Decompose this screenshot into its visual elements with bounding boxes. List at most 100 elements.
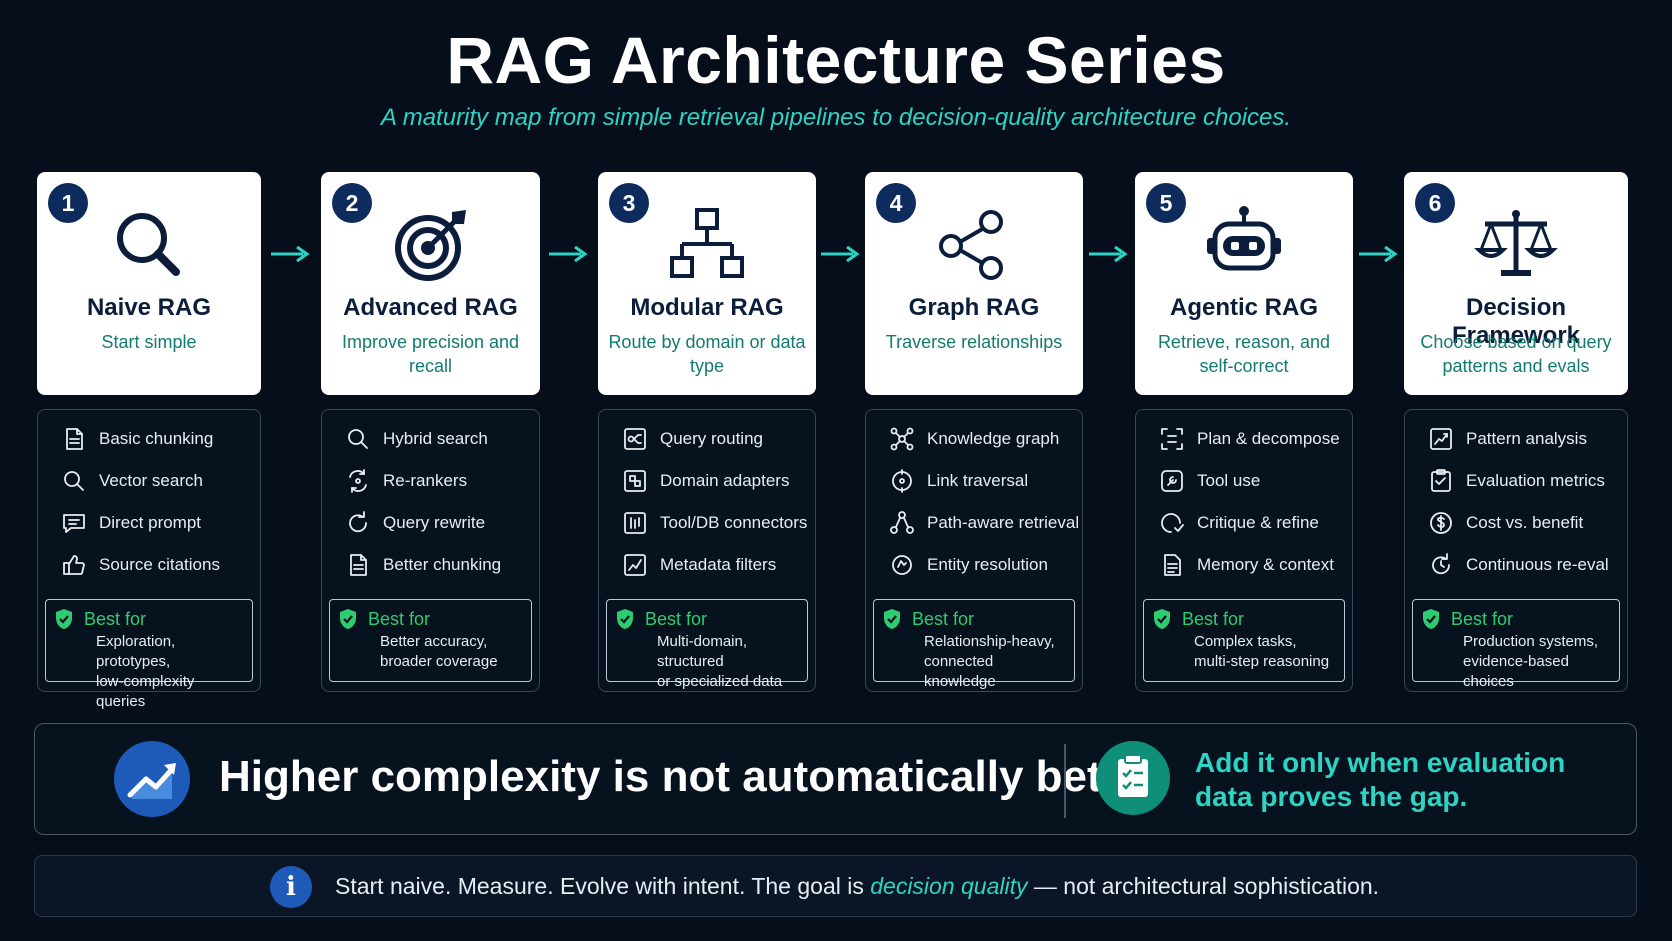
stage-subtitle: Route by domain or data type (608, 332, 806, 376)
cycle-icon (1428, 552, 1454, 578)
feature-item: Tool use (1159, 460, 1344, 502)
feature-label: Path-aware retrieval (927, 513, 1080, 532)
share-graph-icon (931, 202, 1017, 288)
feature-item: Query rewrite (345, 502, 531, 544)
best-for-line: connected knowledge (924, 653, 996, 690)
best-for-text: Better accuracy, broader coverage (380, 632, 525, 672)
stage-title: Agentic RAG (1169, 294, 1318, 321)
feature-item: Metadata filters (622, 544, 807, 586)
feature-item: Path-aware retrieval (889, 502, 1079, 544)
stage-title: Graph RAG (908, 294, 1040, 321)
best-for-header: Best for (615, 608, 801, 630)
thumbs-up-icon (61, 552, 87, 578)
stage-number-badge: 1 (48, 183, 88, 223)
clipboard-check-icon (1096, 741, 1170, 815)
stage-6: 6 Decision Framework Choose based on que… (1404, 172, 1628, 692)
best-for-box: Best for Complex tasks, multi-step reaso… (1143, 599, 1345, 682)
document-icon (345, 552, 371, 578)
best-for-line: Complex tasks, (1194, 633, 1297, 650)
stage-feature-panel: Knowledge graph Link traversal Path-awar… (865, 409, 1083, 692)
stage-card: 5 Agentic RAG Retrieve, reason, and self… (1135, 172, 1353, 395)
footer-note: i Start naive. Measure. Evolve with inte… (34, 855, 1637, 917)
feature-list: Hybrid search Re-rankers Query rewrite B… (330, 418, 531, 586)
best-for-line: broader coverage (380, 653, 498, 670)
robot-icon (1201, 202, 1287, 288)
stage-card: 2 Advanced RAG Improve precision and rec… (321, 172, 540, 395)
best-for-line: evidence-based choices (1463, 653, 1569, 690)
entity-icon (889, 552, 915, 578)
filter-icon (622, 552, 648, 578)
best-for-box: Best for Exploration, prototypes, low-co… (45, 599, 253, 710)
arrow-right-icon (1087, 242, 1131, 266)
shield-check-icon (338, 608, 368, 630)
stage-subtitle: Improve precision and recall (341, 332, 520, 376)
arrow-right-icon (269, 242, 313, 266)
trend-up-icon (114, 741, 190, 817)
feature-item: Knowledge graph (889, 418, 1074, 460)
plan-icon (1159, 426, 1185, 452)
feature-label: Knowledge graph (927, 429, 1060, 448)
best-for-header: Best for (1421, 608, 1613, 630)
best-for-text: Multi-domain, structured or specialized … (657, 632, 801, 692)
shield-check-icon (1421, 608, 1451, 630)
stage-number-badge: 6 (1415, 183, 1455, 223)
footer-text-after: — not architectural sophistication. (1027, 873, 1380, 899)
banner-divider (1064, 744, 1066, 818)
memory-icon (1159, 552, 1185, 578)
chat-icon (61, 510, 87, 536)
feature-item: Domain adapters (622, 460, 807, 502)
stage-3: 3 Modular RAG Route by domain or data ty… (598, 172, 816, 692)
feature-label: Query routing (660, 429, 763, 448)
best-for-text: Production systems, evidence-based choic… (1463, 632, 1613, 692)
path-icon (889, 510, 915, 536)
stage-subtitle: Start simple (101, 332, 197, 352)
feature-item: Continuous re-eval (1428, 544, 1619, 586)
dollar-icon (1428, 510, 1454, 536)
feature-item: Better chunking (345, 544, 531, 586)
page-title: RAG Architecture Series (446, 23, 1226, 97)
stage-5: 5 Agentic RAG Retrieve, reason, and self… (1135, 172, 1353, 692)
footer-text-before: Start naive. Measure. Evolve with intent… (335, 873, 871, 899)
best-for-line: low-complexity queries (96, 673, 195, 710)
feature-item: Pattern analysis (1428, 418, 1619, 460)
feature-list: Query routing Domain adapters Tool/DB co… (607, 418, 807, 586)
stage-subtitle: Traverse relationships (885, 332, 1063, 352)
best-for-label: Best for (912, 608, 975, 629)
best-for-header: Best for (882, 608, 1068, 630)
feature-item: Cost vs. benefit (1428, 502, 1619, 544)
best-for-text: Complex tasks, multi-step reasoning (1194, 632, 1338, 672)
link-icon (889, 468, 915, 494)
stage-feature-panel: Pattern analysis Evaluation metrics Cost… (1404, 409, 1628, 692)
complexity-banner: Higher complexity is not automatically b… (34, 723, 1637, 835)
document-icon (61, 426, 87, 452)
feature-label: Metadata filters (660, 555, 777, 574)
feature-item: Source citations (61, 544, 252, 586)
feature-item: Re-rankers (345, 460, 531, 502)
search-icon (345, 426, 371, 452)
stage-number-badge: 3 (609, 183, 649, 223)
routing-icon (622, 426, 648, 452)
shield-check-icon (54, 608, 84, 630)
stage-1: 1 Naive RAG Start simple Basic chunking … (37, 172, 261, 710)
stage-number-badge: 2 (332, 183, 372, 223)
feature-label: Tool use (1197, 471, 1261, 490)
critique-icon (1159, 510, 1185, 536)
stage-number-badge: 5 (1146, 183, 1186, 223)
best-for-line: Relationship-heavy, (924, 633, 1055, 650)
stage-card: 1 Naive RAG Start simple (37, 172, 261, 395)
stage-feature-panel: Basic chunking Vector search Direct prom… (37, 409, 261, 710)
best-for-box: Best for Production systems, evidence-ba… (1412, 599, 1620, 690)
best-for-header: Best for (1152, 608, 1338, 630)
stage-feature-panel: Query routing Domain adapters Tool/DB co… (598, 409, 816, 692)
feature-label: Link traversal (927, 471, 1029, 490)
stage-feature-panel: Plan & decompose Tool use Critique & ref… (1135, 409, 1353, 692)
feature-item: Tool/DB connectors (622, 502, 807, 544)
feature-label: Source citations (99, 555, 220, 574)
feature-item: Direct prompt (61, 502, 252, 544)
chart-icon (1428, 426, 1454, 452)
stage-4: 4 Graph RAG Traverse relationships Knowl… (865, 172, 1083, 692)
feature-label: Better chunking (383, 555, 502, 574)
best-for-label: Best for (1451, 608, 1514, 629)
best-for-line: Multi-domain, structured (657, 633, 748, 670)
search-icon (61, 468, 87, 494)
